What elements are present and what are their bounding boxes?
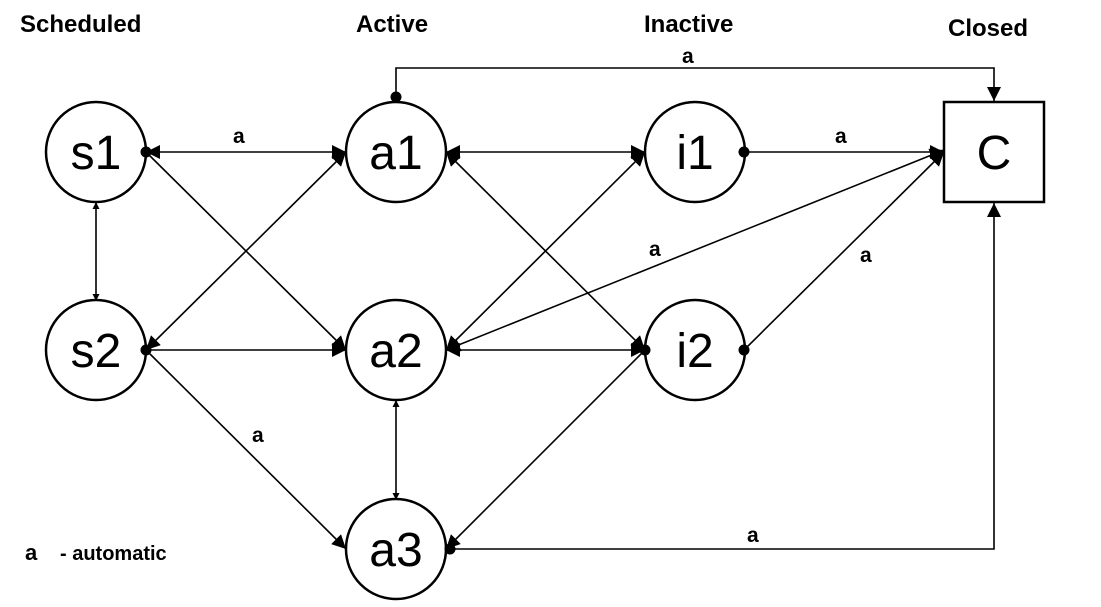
node-s2: s2 <box>44 298 148 402</box>
dot-i2-right <box>738 344 750 356</box>
edge-label-a1-c: a <box>682 45 694 68</box>
node-a3-label: a3 <box>369 524 422 577</box>
node-a1-label: a1 <box>369 127 422 180</box>
legend-text: - automatic <box>60 543 167 565</box>
edge-label-i2-c: a <box>860 244 872 267</box>
legend-symbol: a <box>25 540 38 565</box>
dot-s1 <box>140 146 152 158</box>
node-i1: i1 <box>643 100 747 204</box>
node-c-label: C <box>977 127 1012 180</box>
edge-a2-c <box>445 148 945 352</box>
header-closed: Closed <box>948 15 1028 42</box>
dot-i2-left <box>639 344 651 356</box>
node-c: C <box>942 100 1046 204</box>
header-active: Active <box>356 11 428 38</box>
edge-s2-a3 <box>145 349 347 550</box>
edge-a1-c <box>395 67 1001 101</box>
node-s2-label: s2 <box>71 325 122 378</box>
node-a2: a2 <box>344 298 448 402</box>
edge-i2-a3 <box>445 349 646 550</box>
node-a2-label: a2 <box>369 325 422 378</box>
dot-a3 <box>444 543 456 555</box>
edge-labels: a a a a a a a <box>233 45 872 547</box>
dot-s2 <box>140 344 152 356</box>
node-i1-label: i1 <box>676 127 713 180</box>
edges <box>92 67 1001 550</box>
edge-i2-c <box>743 151 945 351</box>
header-inactive: Inactive <box>644 11 733 38</box>
dot-i1 <box>738 146 750 158</box>
edge-origin-dots <box>140 91 750 555</box>
legend: a - automatic <box>25 540 167 565</box>
edge-label-a2-c: a <box>649 238 661 261</box>
dot-a1-top <box>390 91 402 103</box>
header-scheduled: Scheduled <box>20 11 141 38</box>
edge-label-a3-c: a <box>747 524 759 547</box>
node-i2-label: i2 <box>676 325 713 378</box>
node-a1: a1 <box>344 100 448 204</box>
edge-a3-c <box>446 203 1001 550</box>
edge-label-s1-a1: a <box>233 125 245 148</box>
node-s1: s1 <box>44 100 148 204</box>
node-i2: i2 <box>643 298 747 402</box>
node-s1-label: s1 <box>71 127 122 180</box>
edge-s2-a1 <box>145 151 347 351</box>
edge-label-s2-a3: a <box>252 424 264 447</box>
nodes: s1 s2 a1 a2 a3 i1 i2 C <box>44 100 1046 601</box>
edge-label-i1-c: a <box>835 125 847 148</box>
node-a3: a3 <box>344 497 448 601</box>
